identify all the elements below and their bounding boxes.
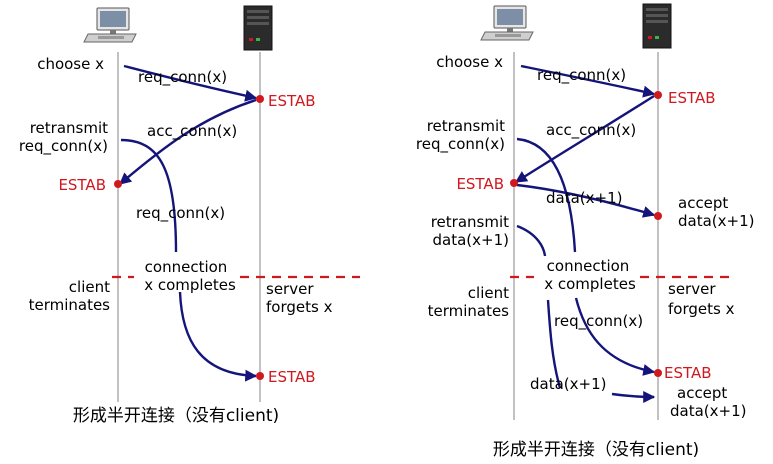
server-estab-dot — [654, 91, 662, 99]
retransmit-label: req_conn(x) — [19, 137, 108, 156]
retransmit-label: retransmit — [30, 119, 108, 137]
retransmit-label: req_conn(x) — [416, 135, 505, 154]
client-computer-icon — [480, 5, 534, 41]
acc-conn-arrow — [514, 94, 655, 184]
acc-conn-arrow — [119, 98, 257, 185]
server-estab-dot — [256, 95, 264, 103]
server-accept-label: data(x+1) — [670, 402, 746, 420]
server-accept-label: accept — [677, 384, 727, 402]
server-tower-icon — [642, 3, 672, 49]
caption: 形成半开连接（没有client) — [493, 440, 699, 460]
server-estab-label: ESTAB — [664, 364, 712, 382]
client-terminates-label: terminates — [29, 296, 111, 314]
req-conn-arrow — [123, 64, 258, 102]
server-estab-label: ESTAB — [668, 89, 716, 107]
server-estab-label: ESTAB — [268, 368, 316, 386]
client-estab-label: ESTAB — [456, 175, 504, 193]
client-terminates-label: client — [468, 284, 509, 302]
data-arrow — [516, 183, 656, 218]
server-forgets-label: forgets x — [266, 298, 333, 316]
req-conn-label: req_conn(x) — [537, 66, 626, 85]
client-computer-icon — [83, 7, 137, 43]
retransmit-req-conn-arrow — [574, 297, 656, 376]
choose-x-label: choose x — [37, 55, 104, 73]
retransmit-data-label: data(x+1) — [433, 231, 509, 249]
req-conn-retx-label: req_conn(x) — [136, 204, 225, 223]
acc-conn-label: acc_conn(x) — [147, 122, 237, 141]
right-diagram: choose x retransmit req_conn(x) ESTAB re… — [416, 3, 754, 460]
data-retx-label: data(x+1) — [530, 375, 606, 393]
server-estab-label: ESTAB — [268, 92, 316, 110]
client-terminates-label: client — [69, 278, 110, 296]
retransmit-data-arrow — [611, 390, 656, 403]
server-forgets-label: server — [668, 280, 716, 298]
server-accept-label: accept — [678, 194, 728, 212]
client-estab-dot — [114, 180, 122, 188]
server-accept-label: data(x+1) — [678, 212, 754, 230]
caption: 形成半开连接（没有client) — [73, 406, 279, 426]
choose-x-label: choose x — [436, 53, 503, 71]
client-estab-label: ESTAB — [58, 176, 106, 194]
retransmit-label: retransmit — [427, 117, 505, 135]
acc-conn-label: acc_conn(x) — [546, 121, 636, 140]
left-diagram: choose x retransmit req_conn(x) ESTAB cl… — [19, 5, 360, 426]
server-estab-dot — [654, 369, 662, 377]
server-forgets-label: server — [266, 280, 314, 298]
server-estab-dot — [256, 372, 264, 380]
req-conn-arrow — [520, 64, 656, 98]
server-accept-dot — [654, 212, 662, 220]
connection-completes-label: connection — [145, 258, 228, 276]
server-forgets-label: forgets x — [668, 300, 735, 318]
client-terminates-label: terminates — [428, 302, 510, 320]
connection-completes-label: x completes — [144, 276, 236, 294]
connection-completes-label: x completes — [544, 275, 636, 293]
req-conn-label: req_conn(x) — [138, 68, 227, 87]
data-label: data(x+1) — [546, 189, 622, 207]
retransmit-data-arrow — [516, 224, 562, 389]
retransmit-req-conn-arrow — [516, 137, 577, 253]
client-estab-dot — [510, 179, 518, 187]
server-tower-icon — [243, 5, 273, 51]
req-conn-retx-label: req_conn(x) — [554, 312, 643, 331]
connection-completes-label: connection — [547, 257, 630, 275]
retransmit-req-conn-arrow — [120, 138, 256, 376]
retransmit-data-label: retransmit — [431, 213, 509, 231]
